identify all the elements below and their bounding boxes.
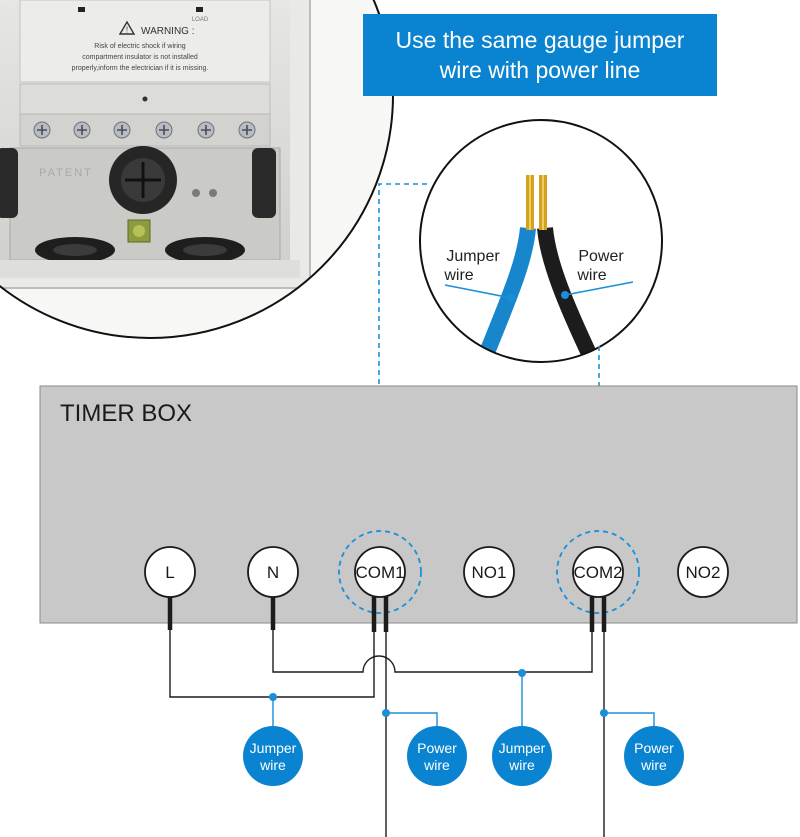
patent-label: PATENT (39, 167, 93, 179)
callout-2-line-1: Power (417, 740, 457, 756)
zoom-jumper-label-1: Jumper (446, 248, 500, 265)
warning-line-3: properly,inform the electrician if it is… (72, 65, 209, 72)
zoom-power-label-2: wire (576, 267, 606, 284)
banner-line-1: Use the same gauge jumper (395, 27, 685, 53)
com1-highlight-ring (338, 530, 422, 614)
terminal-screws (33, 121, 256, 139)
terminal-label-no2: NO2 (686, 563, 721, 582)
svg-text:!: ! (126, 26, 128, 35)
timer-box-title: TIMER BOX (60, 400, 192, 427)
callout-1-line-2: wire (259, 757, 286, 773)
callout-4-line-1: Power (634, 740, 674, 756)
terminal-label-com2: COM2 (573, 563, 622, 582)
banner-line-2: wire with power line (439, 57, 641, 83)
terminal-label-n: N (267, 563, 279, 582)
callout-2-line-2: wire (423, 757, 450, 773)
terminal-label-no1: NO1 (472, 563, 507, 582)
com2-highlight-ring (556, 530, 640, 614)
terminal-label-com1: COM1 (355, 563, 404, 582)
warning-line-1: Risk of electric shock if wiring (94, 43, 186, 50)
callout-1-line-1: Jumper (250, 740, 297, 756)
zoom-frame-circle (419, 119, 663, 363)
warning-line-2: compartment insulator is not installed (82, 54, 198, 61)
zoom-jumper-label-2: wire (443, 267, 473, 284)
terminal-circles (144, 546, 729, 598)
wiring-lines (167, 597, 655, 837)
load-label: LOAD (192, 17, 209, 23)
wire-zoom-illustration (420, 120, 662, 362)
warning-title: WARNING : (141, 26, 195, 37)
terminal-label-l: L (165, 563, 174, 582)
callout-4-line-2: wire (640, 757, 667, 773)
instruction-banner: Use the same gauge jumper wire with powe… (363, 14, 717, 96)
callout-3-line-1: Jumper (499, 740, 546, 756)
zoom-power-label-1: Power (578, 248, 624, 265)
callout-3-line-2: wire (508, 757, 535, 773)
device-photo: ! (0, 0, 393, 338)
callout-discs (243, 726, 684, 786)
